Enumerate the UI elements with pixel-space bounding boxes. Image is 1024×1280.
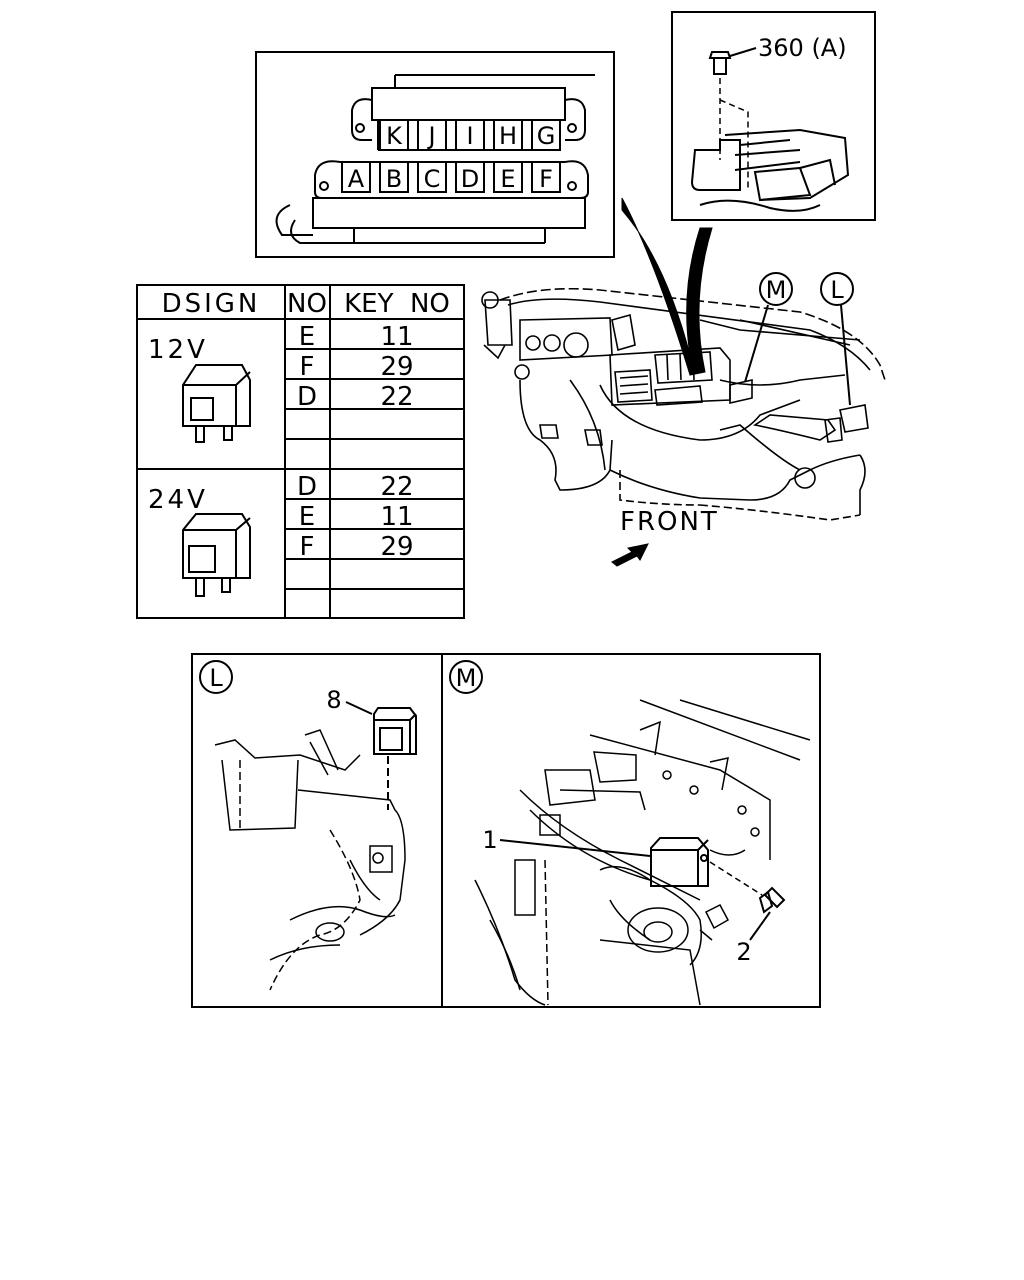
pin-label: A	[348, 165, 365, 193]
pin-label: E	[500, 165, 515, 193]
bolt-part-label: 360 (A)	[758, 34, 847, 62]
row-no: F	[300, 532, 315, 562]
bolt-icon	[708, 51, 732, 75]
connector-top-pins: K J I H G	[379, 119, 561, 151]
pin-label: H	[499, 122, 517, 150]
callout-m-label: M	[766, 276, 787, 304]
relay-icon	[650, 837, 709, 887]
relay-icon	[182, 364, 251, 443]
detail-l-panel: L 8	[191, 653, 443, 1008]
relay-key-table: DSIGN NO KEY NO 12V E 11 F 29 D 22 24V	[136, 284, 465, 619]
header-no: NO	[287, 289, 327, 319]
front-label: FRONT	[620, 507, 719, 537]
detail-m-panel: M	[441, 653, 821, 1008]
pin-label: J	[426, 122, 435, 150]
callout-m: M	[744, 272, 793, 383]
detail-m-title: M	[456, 664, 477, 692]
bolt-icon	[758, 886, 786, 914]
pin-label: K	[386, 122, 403, 150]
relay-icon	[373, 707, 417, 755]
detail-l-part-label: 8	[326, 686, 341, 714]
front-arrow-icon	[611, 543, 649, 567]
connector-detail: K J I H G A B C D E F	[255, 51, 615, 258]
row-no: D	[297, 472, 317, 502]
row-key: 22	[380, 472, 413, 502]
row-no: F	[300, 352, 315, 382]
callout-l: L	[820, 272, 854, 406]
row-key: 29	[380, 532, 413, 562]
bolt-callout-detail: 360 (A)	[671, 11, 876, 221]
pin-label: G	[537, 122, 556, 150]
callout-l-label: L	[830, 276, 844, 304]
pin-label: D	[461, 165, 479, 193]
part-1-label: 1	[482, 826, 497, 854]
row-key: 29	[380, 352, 413, 382]
row-no: E	[299, 322, 315, 352]
pin-label: F	[539, 165, 553, 193]
row-key: 11	[380, 322, 413, 352]
row-no: D	[297, 382, 317, 412]
row-key: 11	[380, 502, 413, 532]
group-voltage: 24V	[148, 485, 208, 515]
connector-bottom-pins: A B C D E F	[341, 161, 561, 193]
row-no: E	[299, 502, 315, 532]
dashboard-illustration	[481, 287, 886, 521]
pin-label: I	[466, 122, 473, 150]
detail-l-title: L	[209, 664, 223, 692]
header-design: DSIGN	[162, 289, 261, 319]
group-voltage: 12V	[148, 335, 208, 365]
pin-label: B	[386, 165, 402, 193]
relay-icon	[182, 513, 251, 597]
pin-label: C	[424, 165, 441, 193]
detail-pointer	[621, 197, 713, 376]
row-key: 22	[380, 382, 413, 412]
header-key-no: KEY NO	[344, 289, 450, 319]
part-2-label: 2	[736, 938, 751, 966]
